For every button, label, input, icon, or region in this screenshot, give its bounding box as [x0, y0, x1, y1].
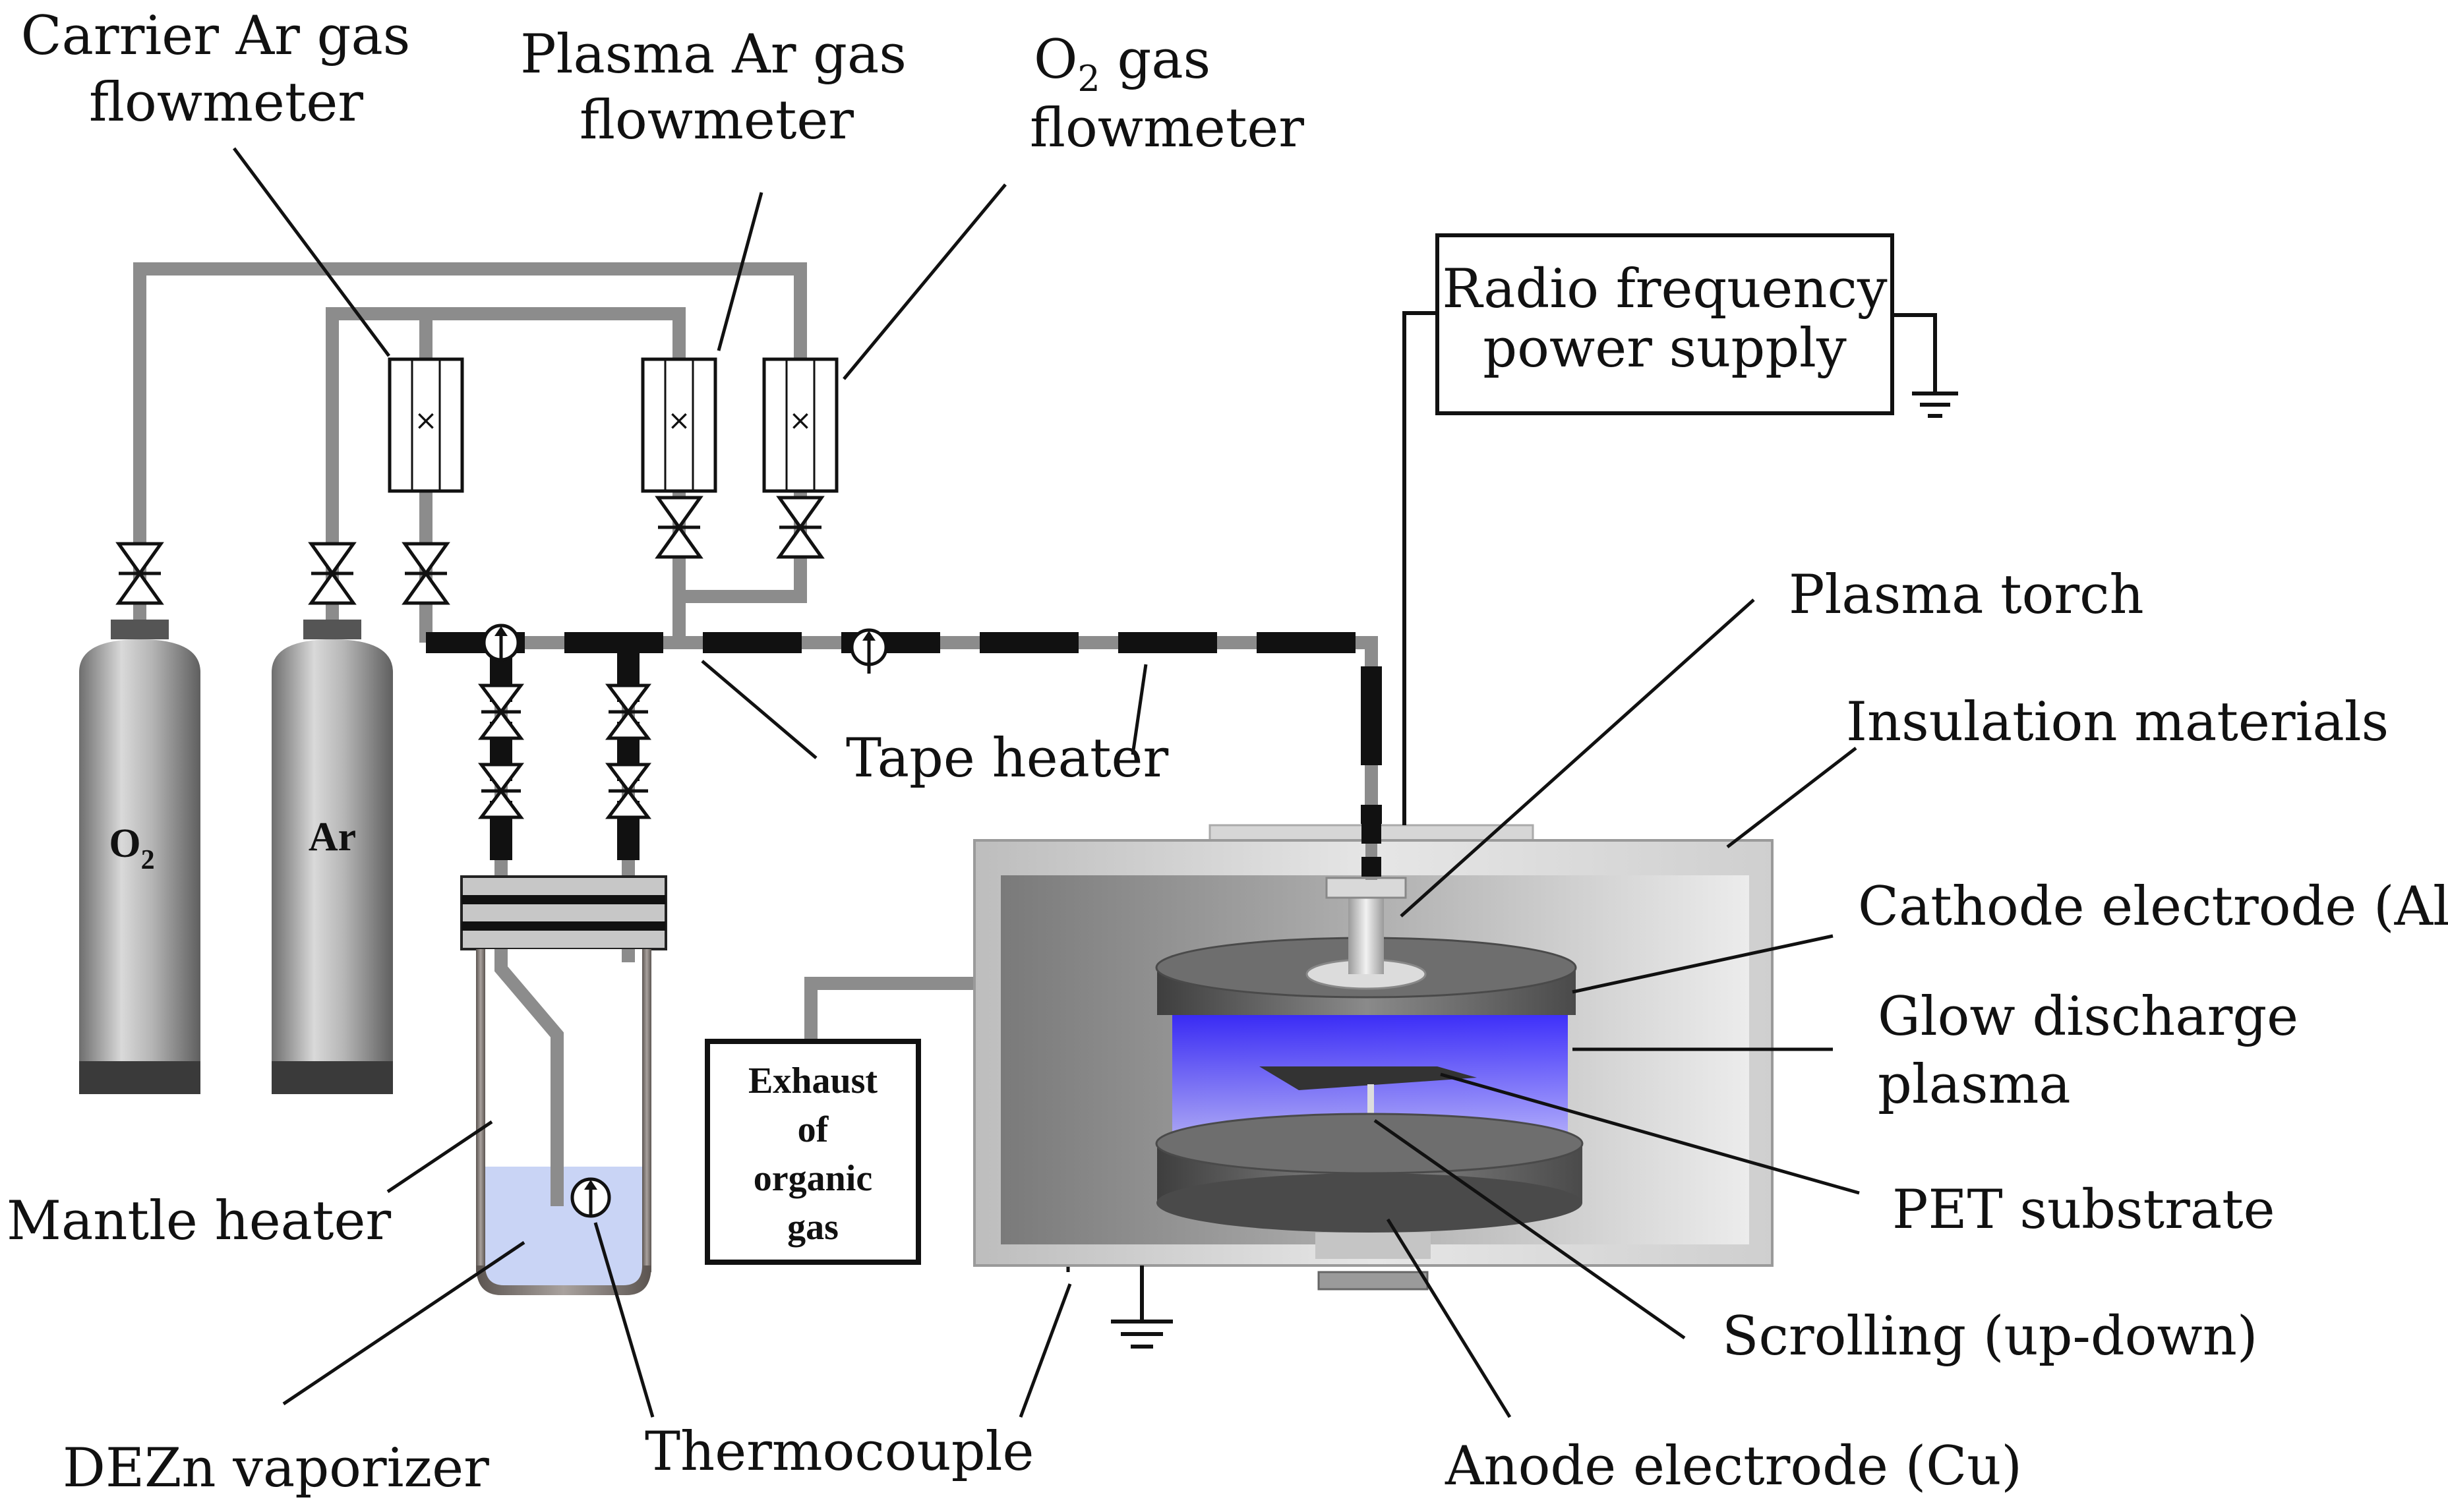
plasma-flowmeter: × — [641, 357, 717, 493]
flowmeter-icon: × — [667, 404, 690, 436]
mantle-heater-label: Mantle heater — [7, 1190, 391, 1252]
insulation-label: Insulation materials — [1846, 691, 2389, 753]
pet-substrate-label: PET substrate — [1892, 1179, 2275, 1241]
needle-valve-icon — [478, 763, 524, 819]
exhaust-label-3: organic — [754, 1158, 872, 1199]
glow-plasma-label-1: Glow discharge — [1878, 986, 2298, 1048]
ground-icon — [1912, 392, 1958, 418]
rf-label-2: power supply — [1483, 318, 1847, 380]
heated-gas-line — [426, 632, 1382, 877]
ar-cylinder: Ar — [272, 620, 393, 1094]
plasma-torch-label: Plasma torch — [1789, 564, 2144, 626]
dezn-vaporizer — [460, 875, 667, 1295]
plasma-flowmeter-label-2: flowmeter — [580, 90, 854, 152]
thermocouple-icon — [570, 1177, 611, 1218]
needle-valve-icon — [605, 763, 651, 819]
needle-valve-icon — [402, 542, 450, 605]
scrolling-label: Scrolling (up-down) — [1722, 1306, 2258, 1368]
exhaust-box: Exhaust of organic gas — [705, 977, 974, 1265]
thermocouple-label: Thermocouple — [645, 1421, 1034, 1483]
needle-valve-icon — [605, 683, 651, 740]
ground-icon — [1111, 1265, 1173, 1349]
flowmeter-icon: × — [789, 404, 812, 436]
exhaust-label-2: of — [798, 1109, 829, 1150]
rf-power-supply: Radio frequency power supply — [1402, 233, 1958, 825]
o2-flowmeter-label-2: flowmeter — [1030, 98, 1304, 160]
needle-valve-icon — [655, 496, 703, 559]
labels: Carrier Ar gas flowmeter Plasma Ar gas f… — [7, 5, 2448, 1499]
needle-valve-icon — [308, 542, 357, 605]
needle-valve-icon — [478, 683, 524, 740]
rf-label-1: Radio frequency — [1442, 258, 1888, 320]
carrier-flowmeter: × — [388, 357, 464, 493]
valves — [115, 496, 825, 819]
flowmeter-icon: × — [414, 404, 437, 436]
exhaust-label-1: Exhaust — [748, 1061, 878, 1101]
needle-valve-icon — [115, 542, 164, 605]
thermocouple-icon — [850, 628, 888, 674]
reaction-chamber — [973, 824, 1774, 1291]
o2-flowmeter: × — [762, 357, 839, 493]
plasma-flowmeter-label-1: Plasma Ar gas — [520, 24, 907, 86]
exhaust-label-4: gas — [787, 1207, 839, 1248]
tape-heater-label: Tape heater — [846, 728, 1168, 790]
cathode-label: Cathode electrode (Al) — [1858, 876, 2448, 938]
dezn-vaporizer-label: DEZn vaporizer — [63, 1438, 489, 1499]
carrier-flowmeter-label-1: Carrier Ar gas — [21, 5, 411, 67]
leader-lines — [232, 147, 1860, 1418]
carrier-flowmeter-label-2: flowmeter — [89, 72, 363, 134]
glow-plasma-label-2: plasma — [1878, 1054, 2071, 1116]
o2-flowmeter-label-1: O2 gas — [1034, 29, 1210, 100]
needle-valve-icon — [776, 496, 825, 559]
o2-cylinder: O2 — [79, 620, 200, 1094]
cylinder-o2-label: O2 — [109, 821, 154, 875]
cylinder-ar-label: Ar — [309, 815, 356, 859]
thermocouple-icon — [482, 624, 520, 662]
anode-label: Anode electrode (Cu) — [1445, 1436, 2022, 1497]
